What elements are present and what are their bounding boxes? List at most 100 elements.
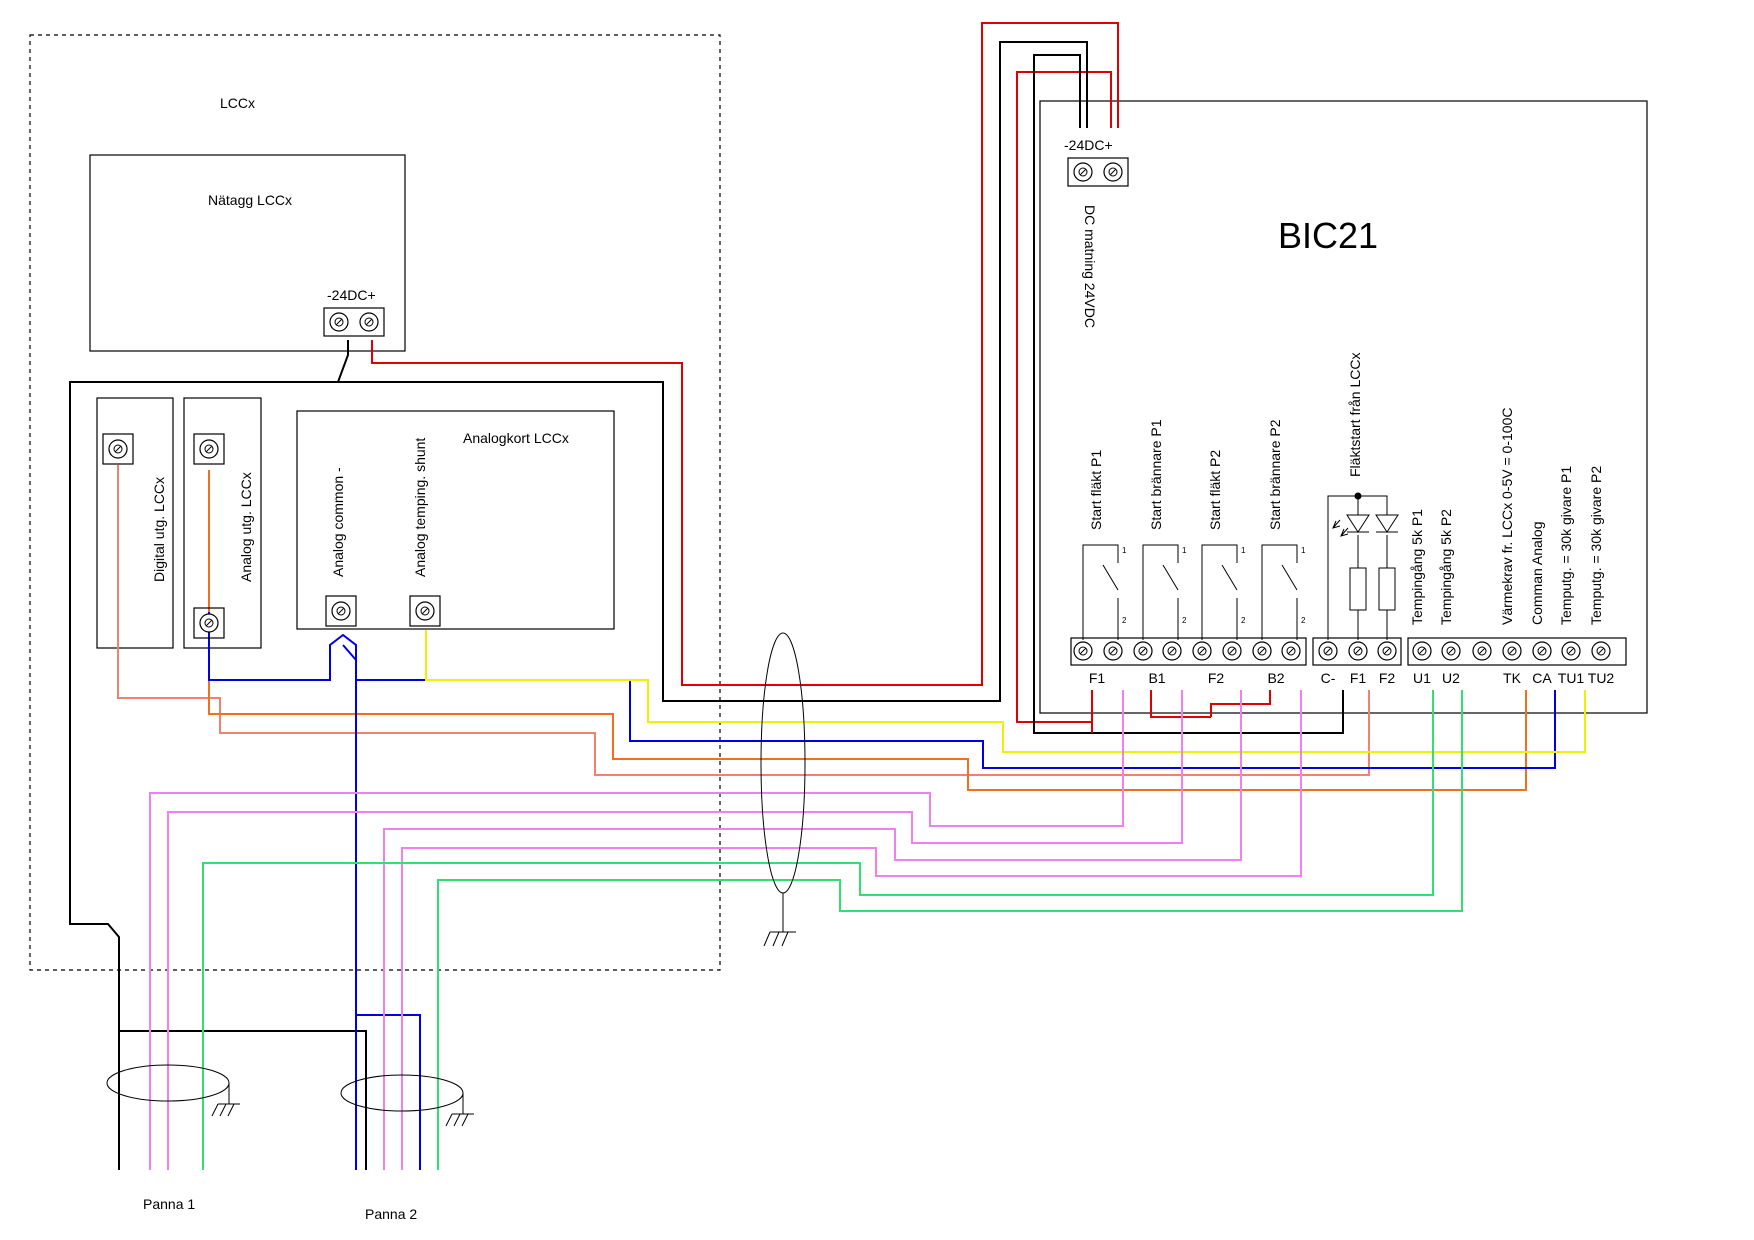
terminals bbox=[102, 157, 1129, 639]
bic21-title: BIC21 bbox=[1278, 215, 1378, 256]
screw-terminal-icon bbox=[1318, 641, 1338, 661]
terminal-label-opto-f2: F2 bbox=[1379, 670, 1396, 686]
lccx-title: LCCx bbox=[220, 95, 255, 111]
analog-shunt-label: Analog temping. shunt bbox=[412, 438, 428, 577]
analog-common-terminal-block bbox=[325, 595, 357, 627]
bic21-terminal-labels: F1 B1 F2 B2 C- F1 F2 U1 U2 TK CA TU1 TU2 bbox=[1089, 670, 1615, 686]
wire-relay-b1 bbox=[167, 690, 1183, 1170]
relay-b1-symbol bbox=[1142, 544, 1179, 640]
label-tempingang-p1: Tempingång 5k P1 bbox=[1409, 509, 1425, 625]
screw-terminal-icon bbox=[1412, 641, 1432, 661]
screw-terminal-icon bbox=[1561, 641, 1581, 661]
analog-out-label: Analog utg. LCCx bbox=[238, 472, 254, 582]
screw-terminal-icon bbox=[1192, 641, 1212, 661]
wires bbox=[69, 22, 1586, 1170]
terminal-label-opto-f1: F1 bbox=[1350, 670, 1367, 686]
diode-icon bbox=[1375, 514, 1399, 533]
wire-analog-shunt bbox=[425, 630, 1586, 753]
lccx-power-supply-title: Nätagg LCCx bbox=[208, 192, 292, 208]
terminal-label-u2: U2 bbox=[1442, 670, 1460, 686]
relay-f1-symbol bbox=[1082, 544, 1119, 640]
screw-terminal-icon bbox=[1502, 641, 1522, 661]
wire-relay-f2 bbox=[383, 690, 1242, 1170]
label-comman-analog: Comman Analog bbox=[1529, 521, 1545, 625]
label-start-brannare-p2: Start brännare P2 bbox=[1267, 419, 1283, 530]
analog-out-terminal-block-top bbox=[193, 433, 225, 465]
light-emission-icon bbox=[1332, 519, 1349, 537]
wire-analog-out bbox=[208, 470, 1527, 791]
wire-temp-u2 bbox=[437, 690, 1463, 1170]
relay-f2-symbol bbox=[1201, 544, 1238, 640]
bic21-supply-terminal-block bbox=[1067, 157, 1129, 187]
relay-pin-top: 1 bbox=[1182, 546, 1187, 555]
terminal-label-c: C- bbox=[1321, 670, 1336, 686]
bic21-supply-terminal-label: -24DC+ bbox=[1064, 137, 1113, 153]
terminal-label-ca: CA bbox=[1532, 670, 1552, 686]
screw-terminal-icon bbox=[1162, 641, 1182, 661]
wire-temp-u1 bbox=[202, 690, 1434, 1170]
screw-terminal-icon bbox=[1103, 641, 1123, 661]
bic21-screw-terminals bbox=[1073, 641, 1611, 661]
screw-terminal-icon bbox=[1348, 641, 1368, 661]
screw-terminal-icon bbox=[359, 312, 379, 332]
wire-supply-positive-bic21 bbox=[1016, 71, 1112, 723]
bic21-supply-desc: DC matning 24VDC bbox=[1082, 205, 1098, 328]
relay-pin-top: 1 bbox=[1241, 546, 1246, 555]
relay-pin-bottom: 2 bbox=[1241, 616, 1246, 625]
lccx-power-terminal-block bbox=[323, 307, 385, 337]
label-flaktstart-fran-lccx: Fläktstart från LCCx bbox=[1347, 353, 1363, 477]
analog-shunt-terminal-block bbox=[409, 595, 441, 627]
relay-pin-top: 1 bbox=[1301, 546, 1306, 555]
screw-terminal-icon bbox=[1222, 641, 1242, 661]
relay-pin-top: 1 bbox=[1122, 546, 1127, 555]
wire-relay-b2 bbox=[401, 690, 1302, 1170]
relay-pin-numbers: 1 2 1 2 1 2 1 2 bbox=[1122, 546, 1306, 625]
lccx-power-terminal-label: -24DC+ bbox=[327, 287, 376, 303]
analog-out-terminal-block-bottom bbox=[193, 607, 225, 639]
terminal-group-analog bbox=[1407, 637, 1627, 666]
wire-ground-lccx bbox=[69, 381, 367, 1170]
terminal-label-f1: F1 bbox=[1089, 670, 1106, 686]
optocoupler-circuit bbox=[1327, 492, 1399, 640]
analog-card-box bbox=[296, 410, 615, 630]
screw-terminal-icon bbox=[1103, 162, 1123, 182]
led-diode-icon bbox=[1346, 514, 1370, 533]
screw-terminal-icon bbox=[1532, 641, 1552, 661]
digital-out-box bbox=[96, 397, 174, 649]
screw-terminal-icon bbox=[1281, 641, 1301, 661]
terminal-label-b2: B2 bbox=[1267, 670, 1284, 686]
label-tempingang-p2: Tempingång 5k P2 bbox=[1438, 509, 1454, 625]
screw-terminal-icon bbox=[1441, 641, 1461, 661]
label-start-flakt-p1: Start fläkt P1 bbox=[1088, 450, 1104, 530]
relay-pin-bottom: 2 bbox=[1182, 616, 1187, 625]
analog-out-box bbox=[183, 397, 262, 649]
screw-terminal-icon bbox=[1133, 641, 1153, 661]
terminal-label-tu2: TU2 bbox=[1588, 670, 1615, 686]
wire-supply-negative-main bbox=[336, 41, 1088, 702]
screw-terminal-icon bbox=[1472, 641, 1492, 661]
screw-terminal-icon bbox=[1073, 162, 1093, 182]
terminal-label-u1: U1 bbox=[1413, 670, 1431, 686]
label-start-flakt-p2: Start fläkt P2 bbox=[1207, 450, 1223, 530]
terminal-label-tu1: TU1 bbox=[1558, 670, 1585, 686]
bic21-function-labels: Start fläkt P1 Start brännare P1 Start f… bbox=[1088, 353, 1604, 625]
screw-terminal-icon bbox=[329, 312, 349, 332]
terminal-label-b1: B1 bbox=[1148, 670, 1165, 686]
relay-pin-bottom: 2 bbox=[1122, 616, 1127, 625]
terminal-label-tk: TK bbox=[1503, 670, 1522, 686]
screw-terminal-icon bbox=[331, 601, 351, 621]
analog-common-label: Analog common - bbox=[330, 467, 346, 577]
opto-junction-dot bbox=[1354, 492, 1362, 500]
screw-terminal-icon bbox=[1252, 641, 1272, 661]
screw-terminal-icon bbox=[199, 613, 219, 633]
ground-icon bbox=[211, 1083, 240, 1117]
digital-out-label: Digital utg. LCCx bbox=[151, 477, 167, 582]
screw-terminal-icon bbox=[1073, 641, 1093, 661]
ground-icon bbox=[763, 893, 796, 947]
ground-icon bbox=[445, 1093, 474, 1127]
resistor-1-icon bbox=[1349, 567, 1367, 611]
panna1-label: Panna 1 bbox=[143, 1196, 195, 1212]
relay-pin-bottom: 2 bbox=[1301, 616, 1306, 625]
terminal-group-opto bbox=[1312, 637, 1402, 666]
